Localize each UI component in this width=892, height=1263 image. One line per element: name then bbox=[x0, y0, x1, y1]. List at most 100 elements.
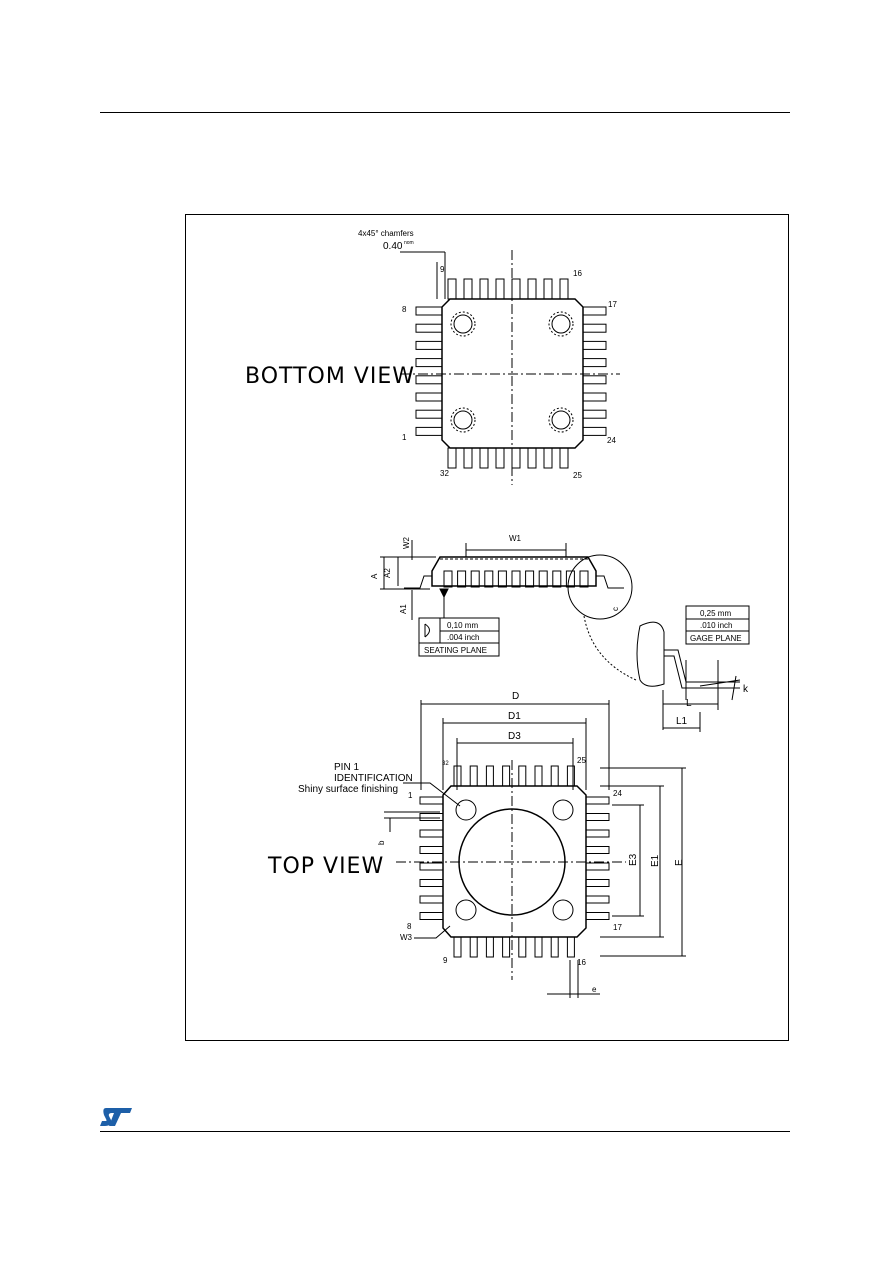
lead bbox=[582, 375, 607, 385]
lead bbox=[447, 447, 457, 469]
side-lead bbox=[552, 570, 562, 588]
dim-d: D bbox=[512, 691, 519, 702]
lead bbox=[479, 278, 489, 300]
lead bbox=[415, 375, 443, 385]
lead bbox=[582, 426, 607, 436]
tv-pin-25: 25 bbox=[577, 756, 586, 765]
lead bbox=[453, 936, 462, 958]
bv-pin-8: 8 bbox=[402, 305, 407, 314]
dim-a: A bbox=[370, 573, 379, 579]
pin1-line3: Shiny surface finishing bbox=[298, 784, 398, 795]
lead bbox=[582, 340, 607, 350]
dim-e3: E3 bbox=[628, 853, 639, 866]
flatness-mm: 0,10 mm bbox=[447, 621, 478, 630]
side-lead bbox=[497, 570, 507, 588]
bv-pin-32: 32 bbox=[440, 469, 449, 478]
lead bbox=[419, 862, 444, 871]
lead bbox=[469, 765, 478, 787]
dim-e: E bbox=[674, 859, 685, 866]
tv-pin-8: 8 bbox=[407, 922, 412, 931]
lead bbox=[527, 447, 537, 469]
side-lead bbox=[538, 570, 548, 588]
dim-w3: W3 bbox=[400, 933, 413, 942]
lead bbox=[419, 895, 444, 904]
dim-b: b bbox=[377, 840, 386, 845]
lead bbox=[415, 323, 443, 333]
lead bbox=[582, 392, 607, 402]
tv-pin-32: 32 bbox=[442, 761, 449, 767]
lead bbox=[469, 936, 478, 958]
lead bbox=[585, 813, 610, 821]
lead bbox=[463, 278, 473, 300]
lead bbox=[543, 447, 553, 469]
lead bbox=[527, 278, 537, 300]
lead bbox=[585, 796, 610, 805]
top-view-title: TOP VIEW bbox=[267, 854, 384, 879]
tv-pin-9: 9 bbox=[443, 956, 448, 965]
lead bbox=[415, 358, 443, 368]
drawing-frame bbox=[185, 214, 789, 1041]
gage-inch: .010 inch bbox=[700, 621, 732, 630]
dim-w1: W1 bbox=[509, 534, 522, 543]
lead bbox=[511, 447, 521, 469]
pin1-line2: IDENTIFICATION bbox=[334, 773, 413, 784]
lead bbox=[495, 278, 505, 300]
bv-pin-25: 25 bbox=[573, 471, 582, 480]
lead bbox=[566, 936, 575, 958]
st-logo: ST bbox=[100, 1108, 132, 1126]
tv-pin-24: 24 bbox=[613, 789, 622, 798]
lead bbox=[463, 447, 473, 469]
lead bbox=[582, 358, 607, 368]
gage-mm: 0,25 mm bbox=[700, 609, 731, 618]
lead bbox=[419, 796, 444, 805]
lead bbox=[502, 936, 511, 958]
bv-pin-17: 17 bbox=[608, 300, 617, 309]
chamfer-label: 4x45° chamfers bbox=[358, 229, 414, 238]
lead bbox=[585, 879, 610, 887]
flatness-caption: SEATING PLANE bbox=[424, 646, 487, 655]
side-lead bbox=[511, 570, 521, 588]
tv-pin-16: 16 bbox=[577, 958, 586, 967]
lead bbox=[419, 879, 444, 887]
lead bbox=[495, 447, 505, 469]
lead bbox=[585, 829, 610, 838]
side-lead bbox=[525, 570, 535, 588]
tv-pin-1: 1 bbox=[408, 791, 413, 800]
lead bbox=[534, 936, 543, 958]
lead bbox=[485, 936, 494, 958]
tv-pin-17: 17 bbox=[613, 923, 622, 932]
lead bbox=[566, 765, 575, 787]
bv-pin-16: 16 bbox=[573, 269, 582, 278]
lead bbox=[550, 936, 559, 958]
lead bbox=[559, 447, 569, 469]
lead bbox=[582, 306, 607, 316]
side-lead bbox=[457, 570, 467, 588]
side-lead bbox=[443, 570, 453, 588]
lead bbox=[585, 862, 610, 871]
dim-l1: L1 bbox=[676, 716, 688, 727]
chamfer-sup: nom bbox=[404, 240, 414, 246]
lead bbox=[415, 409, 443, 419]
side-lead bbox=[484, 570, 494, 588]
lead bbox=[415, 392, 443, 402]
lead bbox=[518, 765, 527, 787]
lead bbox=[511, 278, 521, 300]
footer-rule bbox=[100, 1131, 790, 1132]
dim-l: L bbox=[686, 698, 692, 709]
dim-a2: A2 bbox=[383, 568, 392, 578]
top-view: TOP VIEW D D1 D3 E E1 bbox=[267, 691, 686, 998]
bv-pin-1: 1 bbox=[402, 433, 407, 442]
chamfer-value: 0.40 bbox=[383, 241, 403, 252]
lead bbox=[415, 426, 443, 436]
lead bbox=[518, 936, 527, 958]
lead bbox=[585, 846, 610, 854]
dim-k: k bbox=[743, 684, 749, 695]
bv-pin-9: 9 bbox=[440, 265, 445, 274]
flatness-inch: .004 inch bbox=[447, 633, 479, 642]
header-rule bbox=[100, 112, 790, 113]
lead bbox=[534, 765, 543, 787]
lead bbox=[582, 409, 607, 419]
side-view: W1 A A2 W2 A1 0,10 mm .004 inch SEATING … bbox=[370, 534, 750, 732]
side-lead bbox=[579, 570, 589, 588]
lead bbox=[419, 813, 444, 821]
